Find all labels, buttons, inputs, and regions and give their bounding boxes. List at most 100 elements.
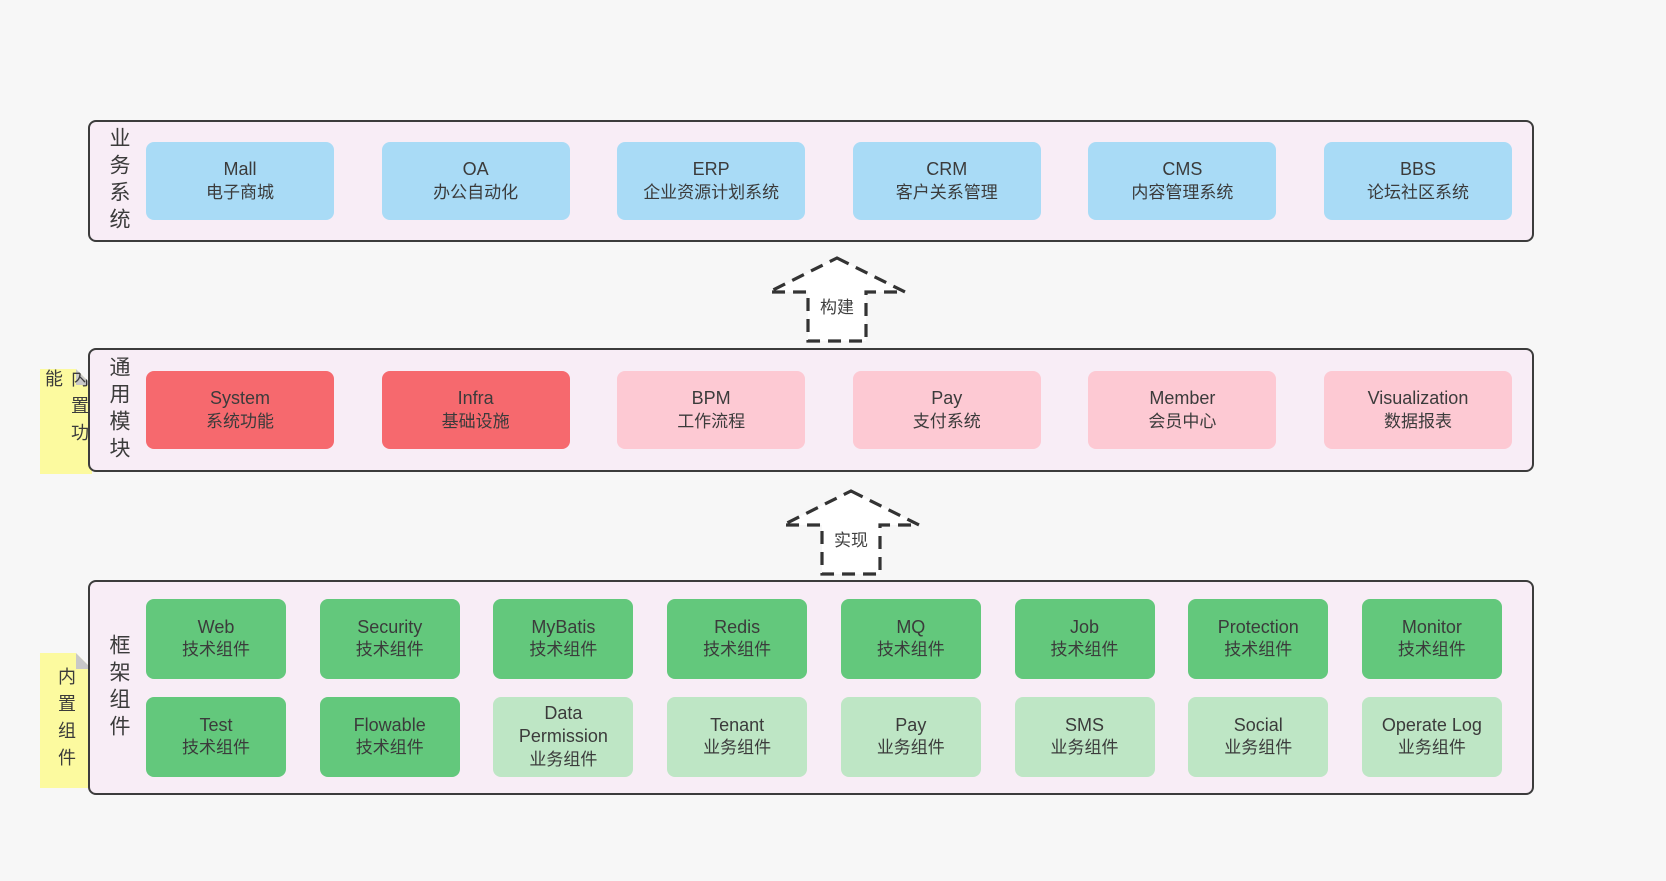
builtin-functions-tab: 内置功能 <box>40 369 92 474</box>
box-subtitle: 数据报表 <box>1383 411 1452 431</box>
component-box-security: Security 技术组件 <box>319 598 460 679</box>
box-title: MQ <box>896 616 926 637</box>
box-title: Pay <box>931 388 963 409</box>
component-box-web: Web 技术组件 <box>146 598 286 679</box>
build-arrow-label: 构建 <box>820 298 854 317</box>
system-box-crm: CRM 客户关系管理 <box>852 142 1041 220</box>
builtin-components-tab: 内置组件 <box>40 653 92 788</box>
box-subtitle: 业务组件 <box>1224 738 1293 758</box>
build-arrow: 构建 <box>762 252 912 346</box>
box-subtitle: 业务组件 <box>876 738 945 758</box>
box-title: CMS <box>1162 159 1203 180</box>
box-subtitle: 客户关系管理 <box>895 182 998 202</box>
box-title: Flowable <box>353 714 426 735</box>
box-subtitle: 技术组件 <box>1397 640 1466 660</box>
box-title: MyBatis <box>531 616 596 637</box>
business-systems-section: 业务系统 Mall 电子商城 OA 办公自动化 ERP 企业资源计划系统 CRM… <box>88 120 1534 242</box>
system-box-bbs: BBS 论坛社区系统 <box>1323 142 1512 220</box>
box-title: Redis <box>714 616 761 637</box>
builtin-functions-tab-label: 内置功能 <box>43 369 89 450</box>
box-title: Security <box>357 616 423 637</box>
dashed-up-arrow-icon: 构建 <box>768 256 906 343</box>
component-box-test: Test 技术组件 <box>146 696 286 777</box>
box-title: System <box>209 388 270 409</box>
module-box-infra: Infra 基础设施 <box>381 371 570 449</box>
box-subtitle: 企业资源计划系统 <box>643 182 780 202</box>
box-title: Operate Log <box>1381 714 1482 735</box>
component-box-tenant: Tenant 业务组件 <box>667 696 808 777</box>
box-title: BBS <box>1399 159 1436 180</box>
box-subtitle: 办公自动化 <box>433 182 519 202</box>
system-box-erp: ERP 企业资源计划系统 <box>617 142 806 220</box>
box-subtitle: 业务组件 <box>529 749 598 769</box>
box-subtitle: 内容管理系统 <box>1131 182 1234 202</box>
box-title: Data Permission <box>518 703 608 747</box>
component-box-social: Social 业务组件 <box>1188 696 1329 777</box>
box-subtitle: 业务组件 <box>703 738 772 758</box>
box-title: Test <box>199 714 233 735</box>
box-subtitle: 技术组件 <box>529 640 598 660</box>
system-box-cms: CMS 内容管理系统 <box>1088 142 1277 220</box>
module-box-member: Member 会员中心 <box>1088 371 1277 449</box>
component-box-operate-log: Operate Log 业务组件 <box>1361 696 1502 777</box>
box-title: Mall <box>223 159 257 180</box>
box-title: ERP <box>692 159 730 180</box>
box-subtitle: 业务组件 <box>1397 738 1466 758</box>
section-label-business-systems: 业务系统 <box>107 127 130 235</box>
box-title: Web <box>197 616 235 637</box>
box-subtitle: 电子商城 <box>206 182 274 202</box>
box-title: OA <box>462 159 489 180</box>
box-title: Protection <box>1217 616 1299 637</box>
module-box-system: System 系统功能 <box>146 371 334 449</box>
common-modules-section: 通用模块 System 系统功能 Infra 基础设施 BPM 工作流程 Pay… <box>88 348 1534 472</box>
component-box-protection: Protection 技术组件 <box>1188 598 1329 679</box>
box-title: Monitor <box>1401 616 1462 637</box>
module-box-bpm: BPM 工作流程 <box>617 371 806 449</box>
box-title: Tenant <box>710 714 765 735</box>
box-title: Infra <box>457 388 494 409</box>
box-subtitle: 技术组件 <box>182 640 250 660</box>
module-box-visualization: Visualization 数据报表 <box>1323 371 1512 449</box>
box-title: Pay <box>895 714 927 735</box>
box-subtitle: 工作流程 <box>677 411 746 431</box>
component-box-monitor: Monitor 技术组件 <box>1361 598 1502 679</box>
component-box-sms: SMS 业务组件 <box>1014 696 1155 777</box>
box-title: BPM <box>691 388 731 409</box>
component-box-job: Job 技术组件 <box>1014 598 1155 679</box>
box-subtitle: 技术组件 <box>876 640 945 660</box>
section-label-common-modules: 通用模块 <box>107 356 130 464</box>
component-box-redis: Redis 技术组件 <box>667 598 808 679</box>
component-box-mybatis: MyBatis 技术组件 <box>493 598 634 679</box>
box-subtitle: 论坛社区系统 <box>1366 182 1469 202</box>
box-subtitle: 支付系统 <box>912 411 981 431</box>
component-box-flowable: Flowable 技术组件 <box>319 696 460 777</box>
implement-arrow-label: 实现 <box>834 531 868 550</box>
box-subtitle: 技术组件 <box>355 738 424 758</box>
box-title: Member <box>1149 388 1216 409</box>
dashed-up-arrow-icon: 实现 <box>782 489 920 576</box>
box-subtitle: 技术组件 <box>703 640 772 660</box>
business-systems-row: Mall 电子商城 OA 办公自动化 ERP 企业资源计划系统 CRM 客户关系… <box>146 122 1532 240</box>
box-subtitle: 技术组件 <box>355 640 424 660</box>
box-title: Social <box>1233 714 1283 735</box>
common-modules-row: System 系统功能 Infra 基础设施 BPM 工作流程 Pay 支付系统… <box>146 350 1532 470</box>
component-box-data-permission: Data Permission 业务组件 <box>493 696 634 777</box>
box-title: Visualization <box>1367 388 1469 409</box>
framework-components-grid: Web 技术组件 Security 技术组件 MyBatis 技术组件 Redi… <box>146 582 1532 793</box>
system-box-mall: Mall 电子商城 <box>146 142 334 220</box>
box-title: CRM <box>926 159 968 180</box>
framework-components-section: 框架组件 Web 技术组件 Security 技术组件 MyBatis 技术组件… <box>88 580 1534 795</box>
component-box-pay: Pay 业务组件 <box>840 696 981 777</box>
builtin-components-tab-label: 内置组件 <box>56 666 76 775</box>
box-subtitle: 会员中心 <box>1148 411 1217 431</box>
component-box-mq: MQ 技术组件 <box>840 598 981 679</box>
implement-arrow: 实现 <box>776 485 926 579</box>
box-subtitle: 业务组件 <box>1050 738 1119 758</box>
box-title: Job <box>1070 616 1100 637</box>
module-box-pay: Pay 支付系统 <box>852 371 1041 449</box>
box-subtitle: 系统功能 <box>206 411 274 431</box>
box-title: SMS <box>1065 714 1105 735</box>
section-label-framework-components: 框架组件 <box>107 633 130 742</box>
system-box-oa: OA 办公自动化 <box>381 142 570 220</box>
